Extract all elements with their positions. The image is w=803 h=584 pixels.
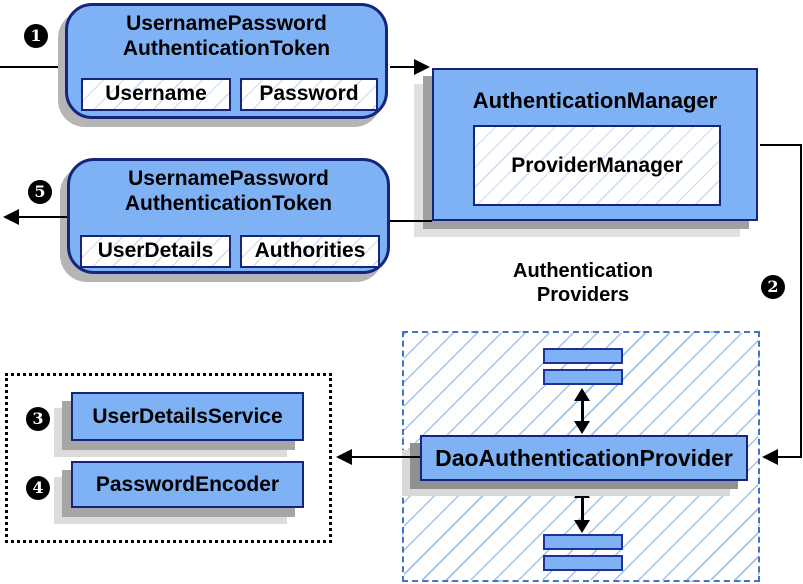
dao-authentication-provider-box: DaoAuthenticationProvider: [420, 435, 748, 481]
manager-to-response-line: [390, 220, 432, 222]
providers-label-line2: Providers: [536, 284, 630, 306]
response-token-title-line1: UsernamePassword: [128, 167, 329, 190]
step-1-badge: 1: [24, 24, 48, 48]
response-token-title-line2: AuthenticationToken: [124, 192, 333, 215]
manager-route-bottom-line: [765, 456, 802, 458]
provider-slot-bar-3: [543, 534, 623, 550]
request-token-title: UsernamePassword AuthenticationToken: [68, 11, 385, 61]
dao-to-services-arrowhead-icon: [336, 449, 352, 465]
services-dotted-box: [5, 373, 332, 543]
provider-manager-box: ProviderManager: [473, 125, 721, 206]
authorities-field: Authorities: [240, 235, 380, 268]
authentication-manager-box: AuthenticationManager ProviderManager: [432, 68, 758, 221]
request-in-line: [0, 66, 65, 68]
request-token-box: UsernamePassword AuthenticationToken Use…: [65, 3, 388, 119]
dao-to-services-line: [349, 456, 420, 458]
step-3-badge: 3: [26, 407, 50, 431]
manager-route-arrowhead-icon: [762, 449, 778, 465]
response-token-box: UsernamePassword AuthenticationToken Use…: [67, 158, 390, 274]
double-arrow-top-icon: [574, 388, 590, 434]
user-details-service-box: UserDetailsService: [71, 392, 304, 441]
request-to-manager-line: [390, 66, 416, 68]
providers-label-line1: Authentication: [513, 260, 653, 282]
provider-slot-bar-4: [543, 555, 623, 571]
request-to-manager-arrowhead-icon: [414, 59, 430, 75]
step-5-badge: 5: [28, 180, 52, 204]
step-4-badge: 4: [26, 476, 50, 500]
provider-slot-bar-2: [543, 369, 623, 385]
authentication-manager-title: AuthenticationManager: [472, 88, 718, 113]
request-token-title-line2: AuthenticationToken: [122, 37, 331, 60]
password-encoder-box: PasswordEncoder: [71, 461, 304, 508]
double-arrow-bottom-icon: [574, 485, 590, 533]
manager-route-top-line: [760, 144, 802, 146]
username-field: Username: [81, 78, 231, 111]
providers-label: Authentication Providers: [455, 259, 711, 307]
userdetails-field: UserDetails: [80, 235, 231, 268]
manager-route-vertical-line: [800, 144, 802, 458]
response-token-title: UsernamePassword AuthenticationToken: [70, 166, 387, 216]
request-token-title-line1: UsernamePassword: [126, 12, 327, 35]
response-out-line: [17, 216, 67, 218]
provider-slot-bar-1: [543, 348, 623, 364]
response-out-arrowhead-icon: [3, 209, 19, 225]
step-2-badge: 2: [761, 275, 785, 299]
password-field: Password: [240, 78, 378, 111]
